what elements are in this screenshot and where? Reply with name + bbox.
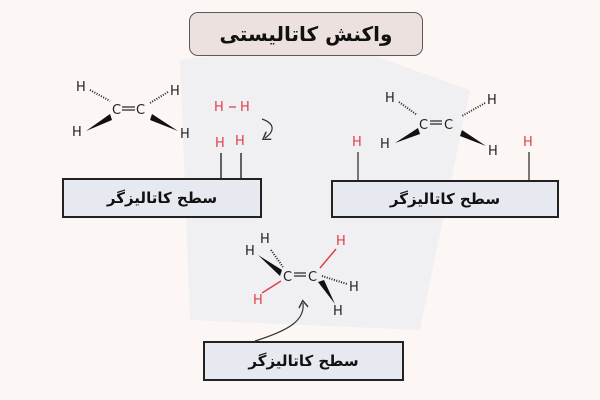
svg-text:H: H <box>333 304 343 319</box>
svg-text:C: C <box>419 118 428 133</box>
surface-label: سطح کاتالیزگر <box>389 190 501 208</box>
svg-text:H: H <box>488 144 498 159</box>
svg-text:H: H <box>245 244 255 259</box>
svg-text:H: H <box>487 93 497 108</box>
catalyst-surface-2: سطح کاتالیزگر <box>331 180 559 218</box>
svg-text:H: H <box>523 135 533 150</box>
svg-text:C: C <box>444 118 453 133</box>
h2-molecule: H H <box>214 100 250 115</box>
arrow-icon <box>261 118 273 138</box>
svg-text:H: H <box>76 80 86 95</box>
svg-text:C: C <box>308 270 317 285</box>
svg-text:H: H <box>336 234 346 249</box>
title-box: واکنش کاتالیستی <box>189 12 423 56</box>
surface-label: سطح کاتالیزگر <box>248 352 359 370</box>
arrow-icon <box>254 303 303 342</box>
ethene-molecule-1: C C H H H H <box>72 80 190 142</box>
svg-text:H: H <box>380 137 390 152</box>
svg-text:H: H <box>235 134 245 149</box>
page-title: واکنش کاتالیستی <box>219 22 393 46</box>
svg-text:H: H <box>260 232 270 247</box>
svg-text:H: H <box>349 280 359 295</box>
carbon-atom: C <box>136 103 145 118</box>
catalyst-surface-3: سطح کاتالیزگر <box>203 341 404 381</box>
svg-text:H: H <box>72 125 82 140</box>
catalyst-surface-1: سطح کاتالیزگر <box>62 178 262 218</box>
svg-text:H: H <box>170 84 180 99</box>
svg-text:H: H <box>215 136 225 151</box>
svg-text:H: H <box>352 135 362 150</box>
svg-text:H: H <box>385 91 395 106</box>
svg-text:H: H <box>214 100 224 115</box>
surface-label: سطح کاتالیزگر <box>106 189 218 207</box>
svg-text:H: H <box>180 127 190 142</box>
svg-text:H: H <box>253 293 263 308</box>
ethane-molecule: C C H H H H H H <box>245 232 359 319</box>
ethene-molecule-2: C C H H H H <box>380 91 498 159</box>
svg-text:C: C <box>283 270 292 285</box>
carbon-atom: C <box>112 103 121 118</box>
svg-text:H: H <box>240 100 250 115</box>
